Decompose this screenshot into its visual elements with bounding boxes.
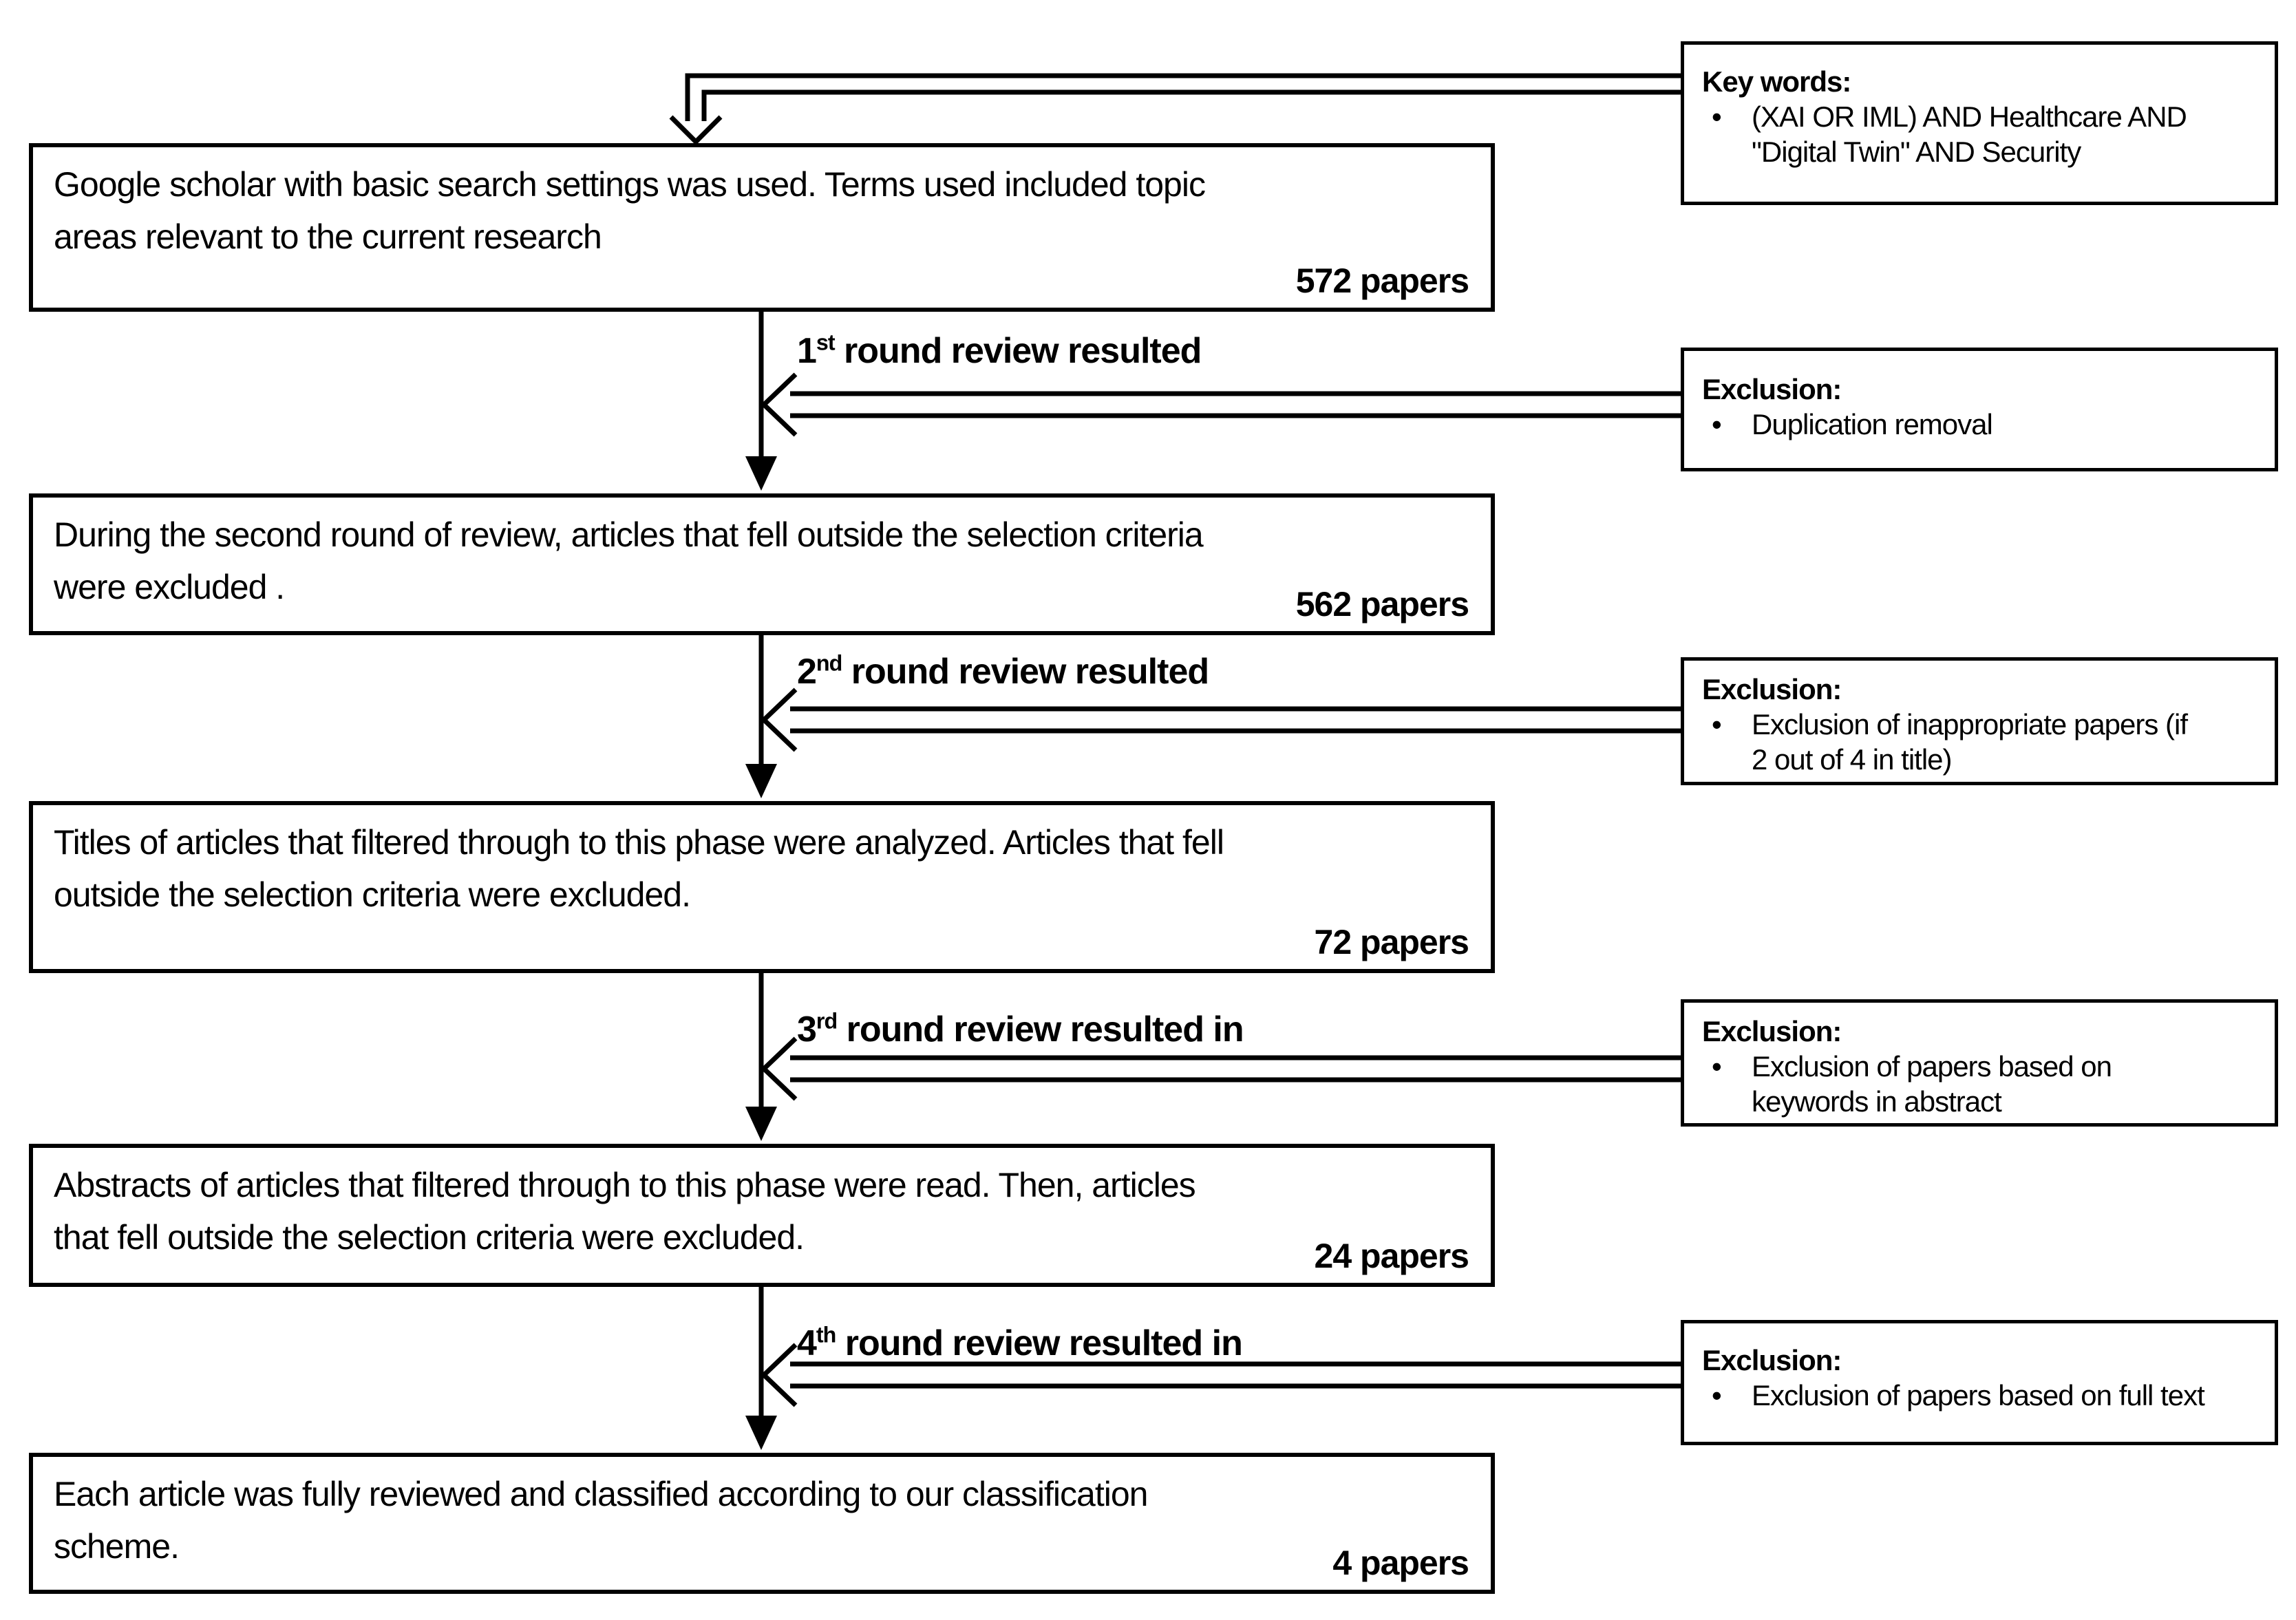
exclusion-arrow-4 [760,1343,1681,1407]
round-label-text: round review resulted [842,652,1209,692]
round-label-text: round review resulted in [836,1323,1243,1363]
item-line: (XAI OR IML) AND Healthcare AND [1752,100,2187,133]
exclusion-arrow-1 [760,372,1681,437]
exclusion-item-text: Duplication removal [1752,407,1993,442]
process-box-search: Google scholar with basic search setting… [29,143,1495,312]
exclusion-item: • Exclusion of papers based on full text [1702,1378,2257,1413]
item-line: Exclusion of papers based on [1752,1050,2112,1083]
keywords-connector-arrow [669,73,1681,145]
exclusion-box-2: Exclusion: • Exclusion of inappropriate … [1681,657,2278,785]
flow-arrow-1 [745,312,777,491]
bullet-icon: • [1712,708,1722,740]
exclusion-box-4: Exclusion: • Exclusion of papers based o… [1681,1320,2278,1445]
item-line: 2 out of 4 in title) [1752,743,1953,776]
flow-arrow-4 [745,1287,777,1450]
box-text-line: Abstracts of articles that filtered thro… [54,1166,1196,1204]
round-ordinal-suffix: th [816,1322,836,1347]
exclusion-box-3: Exclusion: • Exclusion of papers based o… [1681,999,2278,1127]
process-box-round2: During the second round of review, artic… [29,493,1495,635]
exclusion-box-1: Exclusion: • Duplication removal [1681,348,2278,471]
round-number: 4 [797,1323,817,1363]
item-line: Exclusion of inappropriate papers (if [1752,708,2188,740]
process-box-text: Titles of articles that filtered through… [33,805,1491,921]
exclusion-item: • Exclusion of inappropriate papers (if … [1702,707,2257,777]
item-line: keywords in abstract [1752,1085,2002,1118]
box-text-line: During the second round of review, artic… [54,515,1204,554]
process-box-text: Each article was fully reviewed and clas… [33,1457,1491,1573]
exclusion-title: Exclusion: [1702,1015,1842,1047]
bullet-icon: • [1712,1379,1722,1411]
process-box-titles: Titles of articles that filtered through… [29,801,1495,973]
flow-arrow-3 [745,972,777,1141]
round-label-3: 3rd round review resulted in [797,1009,1244,1050]
round-label-text: round review resulted in [837,1010,1244,1049]
keywords-item: • (XAI OR IML) AND Healthcare AND "Digit… [1702,99,2257,169]
papers-count: 4 papers [1332,1544,1469,1582]
exclusion-title: Exclusion: [1702,673,1842,705]
process-box-abstracts: Abstracts of articles that filtered thro… [29,1144,1495,1287]
box-text-line: scheme. [54,1527,180,1566]
item-line: Duplication removal [1752,408,1993,440]
exclusion-arrow-3 [760,1036,1681,1101]
exclusion-item-text: Exclusion of inappropriate papers (if 2 … [1752,707,2188,777]
round-label-4: 4th round review resulted in [797,1322,1243,1364]
exclusion-title: Exclusion: [1702,373,1842,405]
bullet-icon: • [1712,100,1722,133]
bullet-icon: • [1712,408,1722,440]
round-number: 1 [797,331,817,371]
round-number: 2 [797,652,817,692]
box-text-line: outside the selection criteria were excl… [54,875,691,914]
keywords-title: Key words: [1702,65,1851,98]
exclusion-title: Exclusion: [1702,1344,1842,1376]
box-text-line: Each article was fully reviewed and clas… [54,1475,1148,1513]
process-box-text: Google scholar with basic search setting… [33,147,1491,263]
round-ordinal-suffix: nd [816,650,842,676]
papers-count: 562 papers [1295,585,1469,624]
process-box-classification: Each article was fully reviewed and clas… [29,1453,1495,1594]
papers-count: 24 papers [1314,1237,1469,1275]
papers-count: 572 papers [1295,262,1469,300]
box-text-line: that fell outside the selection criteria… [54,1218,805,1257]
round-ordinal-suffix: rd [816,1008,838,1034]
round-label-2: 2nd round review resulted [797,651,1209,692]
box-text-line: Google scholar with basic search setting… [54,165,1206,204]
process-box-text: During the second round of review, artic… [33,498,1491,613]
box-text-line: areas relevant to the current research [54,217,602,256]
exclusion-item-text: Exclusion of papers based on full text [1752,1378,2205,1413]
round-number: 3 [797,1010,817,1049]
process-box-text: Abstracts of articles that filtered thro… [33,1148,1491,1264]
keywords-box: Key words: • (XAI OR IML) AND Healthcare… [1681,41,2278,205]
exclusion-arrow-2 [760,688,1681,752]
box-text-line: Titles of articles that filtered through… [54,823,1224,862]
round-ordinal-suffix: st [816,330,836,355]
exclusion-item: • Exclusion of papers based on keywords … [1702,1049,2257,1119]
round-label-text: round review resulted [834,331,1202,371]
exclusion-item: • Duplication removal [1702,407,2257,442]
papers-count: 72 papers [1314,923,1469,961]
item-line: "Digital Twin" AND Security [1752,136,2081,168]
flow-arrow-2 [745,635,777,798]
bullet-icon: • [1712,1050,1722,1083]
round-label-1: 1st round review resulted [797,330,1202,372]
item-line: Exclusion of papers based on full text [1752,1379,2205,1411]
box-text-line: were excluded . [54,568,285,606]
exclusion-item-text: Exclusion of papers based on keywords in… [1752,1049,2112,1119]
keywords-item-text: (XAI OR IML) AND Healthcare AND "Digital… [1752,99,2187,169]
